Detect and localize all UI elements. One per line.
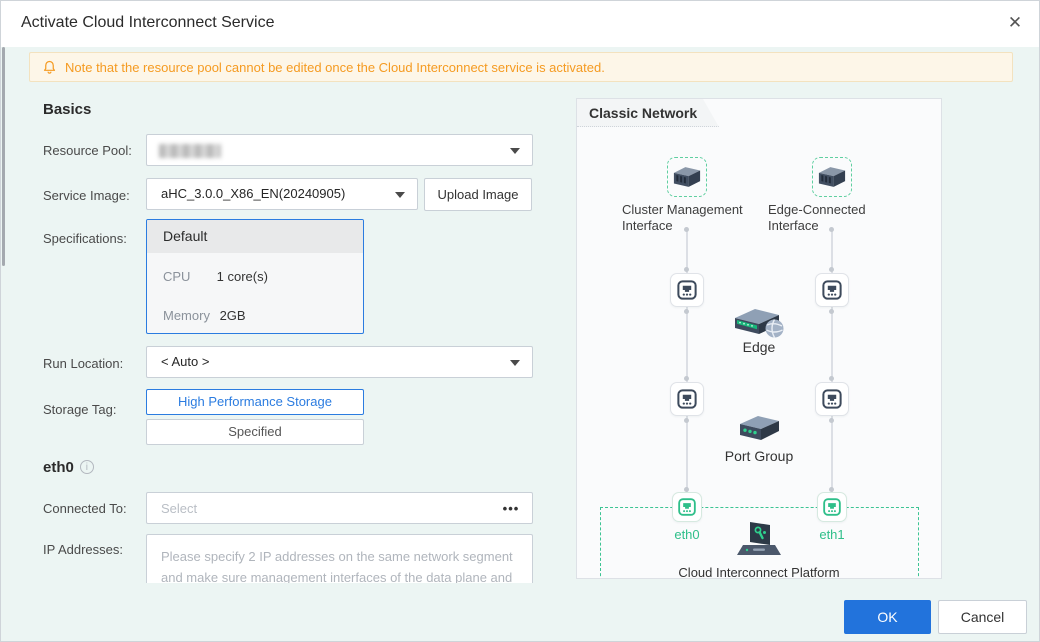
resource-pool-label: Resource Pool: bbox=[43, 143, 132, 158]
service-image-select[interactable]: aHC_3.0.0_X86_EN(20240905) bbox=[146, 178, 418, 210]
resource-pool-select[interactable] bbox=[146, 134, 533, 166]
close-icon[interactable]: ✕ bbox=[1007, 13, 1023, 32]
platform-zone bbox=[600, 507, 919, 578]
more-options-icon[interactable]: ••• bbox=[496, 499, 526, 517]
left-scrollbar-thumb[interactable] bbox=[2, 47, 5, 266]
ip-addresses-textarea[interactable] bbox=[146, 534, 533, 583]
info-icon[interactable]: i bbox=[79, 460, 94, 474]
edge-icon bbox=[731, 302, 787, 347]
run-location-select[interactable]: < Auto > bbox=[146, 346, 533, 378]
port-icon bbox=[670, 273, 704, 307]
edge-label: Edge bbox=[742, 339, 776, 355]
cloud-interconnect-platform-label: Cloud Interconnect Platform bbox=[678, 565, 840, 579]
eth0-header-text: eth0 bbox=[43, 459, 74, 476]
eth0-label: eth0 bbox=[674, 527, 700, 542]
connected-to-input[interactable] bbox=[146, 492, 533, 524]
bell-icon bbox=[43, 60, 56, 74]
port-icon bbox=[670, 382, 704, 416]
connector-dot bbox=[829, 227, 834, 232]
spec-card-title: Default bbox=[147, 220, 363, 253]
run-location-label: Run Location: bbox=[43, 356, 124, 371]
spec-cpu-label: CPU bbox=[163, 269, 191, 284]
upload-image-button[interactable]: Upload Image bbox=[424, 178, 532, 211]
cancel-button[interactable]: Cancel bbox=[938, 600, 1027, 634]
dialog-title: Activate Cloud Interconnect Service bbox=[21, 14, 275, 31]
connector-dot bbox=[684, 376, 689, 381]
spec-memory-row: Memory 2GB bbox=[163, 308, 246, 323]
connector-dot bbox=[829, 309, 834, 314]
connector-line-right bbox=[831, 229, 833, 494]
ok-button[interactable]: OK bbox=[844, 600, 931, 634]
cluster-management-interface-label: Cluster Management Interface bbox=[622, 202, 743, 233]
specification-card-default[interactable]: Default CPU 1 core(s) Memory 2GB bbox=[146, 219, 364, 334]
notice-text: Note that the resource pool cannot be ed… bbox=[65, 59, 605, 75]
connector-dot bbox=[829, 267, 834, 272]
eth1-label: eth1 bbox=[819, 527, 845, 542]
connector-dot bbox=[684, 267, 689, 272]
connected-to-label: Connected To: bbox=[43, 501, 127, 516]
service-image-label: Service Image: bbox=[43, 188, 130, 203]
classic-network-panel: Classic Network bbox=[576, 98, 942, 579]
storage-tag-label: Storage Tag: bbox=[43, 402, 117, 417]
spec-memory-value: 2GB bbox=[219, 308, 246, 323]
connector-dot bbox=[684, 309, 689, 314]
connector-dot bbox=[684, 418, 689, 423]
eth1-port-icon bbox=[817, 492, 847, 522]
spec-cpu-value: 1 core(s) bbox=[216, 269, 268, 284]
storage-tag-option-specified[interactable]: Specified bbox=[146, 419, 364, 445]
specifications-label: Specifications: bbox=[43, 231, 127, 246]
classic-network-tab: Classic Network bbox=[577, 99, 719, 127]
port-group-icon bbox=[735, 411, 783, 450]
cluster-management-interface-icon bbox=[667, 157, 707, 197]
chevron-down-icon bbox=[510, 360, 520, 366]
connector-dot bbox=[829, 487, 834, 492]
edge-connected-interface-label: Edge-Connected Interface bbox=[768, 202, 866, 233]
connector-dot bbox=[684, 227, 689, 232]
connector-dot bbox=[829, 376, 834, 381]
port-group-label: Port Group bbox=[724, 448, 794, 464]
edge-connected-interface-icon bbox=[812, 157, 852, 197]
resource-pool-redacted-value bbox=[159, 144, 221, 158]
basics-header: Basics bbox=[43, 101, 92, 118]
chevron-down-icon bbox=[395, 192, 405, 198]
notice-banner: Note that the resource pool cannot be ed… bbox=[29, 52, 1013, 82]
connector-dot bbox=[829, 418, 834, 423]
spec-memory-label: Memory bbox=[163, 308, 210, 323]
storage-tag-option-high-performance[interactable]: High Performance Storage bbox=[146, 389, 364, 415]
port-icon bbox=[815, 382, 849, 416]
chevron-down-icon bbox=[510, 148, 520, 154]
dialog-titlebar: Activate Cloud Interconnect Service ✕ bbox=[1, 1, 1039, 47]
ip-addresses-label: IP Addresses: bbox=[43, 542, 123, 557]
spec-cpu-row: CPU 1 core(s) bbox=[163, 269, 268, 284]
run-location-value: < Auto > bbox=[161, 354, 210, 369]
service-image-value: aHC_3.0.0_X86_EN(20240905) bbox=[161, 186, 346, 201]
port-icon bbox=[815, 273, 849, 307]
connector-dot bbox=[684, 487, 689, 492]
eth0-header: eth0 i bbox=[43, 459, 94, 476]
cloud-interconnect-platform-icon bbox=[733, 520, 785, 569]
eth0-port-icon bbox=[672, 492, 702, 522]
connector-line-left bbox=[686, 229, 688, 494]
